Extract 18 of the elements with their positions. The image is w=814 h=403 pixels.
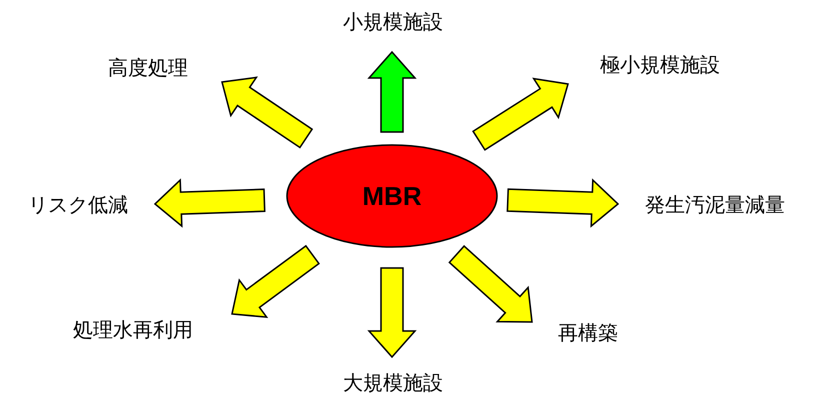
target-label: 処理水再利用	[73, 316, 193, 344]
target-label: 極小規模施設	[600, 52, 720, 78]
block-arrow	[506, 178, 620, 228]
target-label: 再構築	[558, 320, 618, 346]
ellipse-node	[286, 144, 498, 248]
target-label: リスク低減	[28, 192, 128, 218]
block-arrow	[221, 76, 314, 149]
block-arrow	[231, 244, 320, 318]
target-label: 高度処理	[108, 54, 188, 82]
block-arrow	[448, 245, 533, 323]
target-label: 大規模施設	[343, 370, 443, 396]
block-arrow	[367, 50, 417, 133]
node-label: MBR	[362, 180, 422, 212]
block-arrow	[367, 267, 417, 358]
target-label: 発生汚泥量減量	[645, 192, 785, 218]
block-arrow	[154, 178, 266, 228]
target-label: 小規模施設	[343, 8, 443, 36]
block-arrow	[472, 78, 569, 151]
